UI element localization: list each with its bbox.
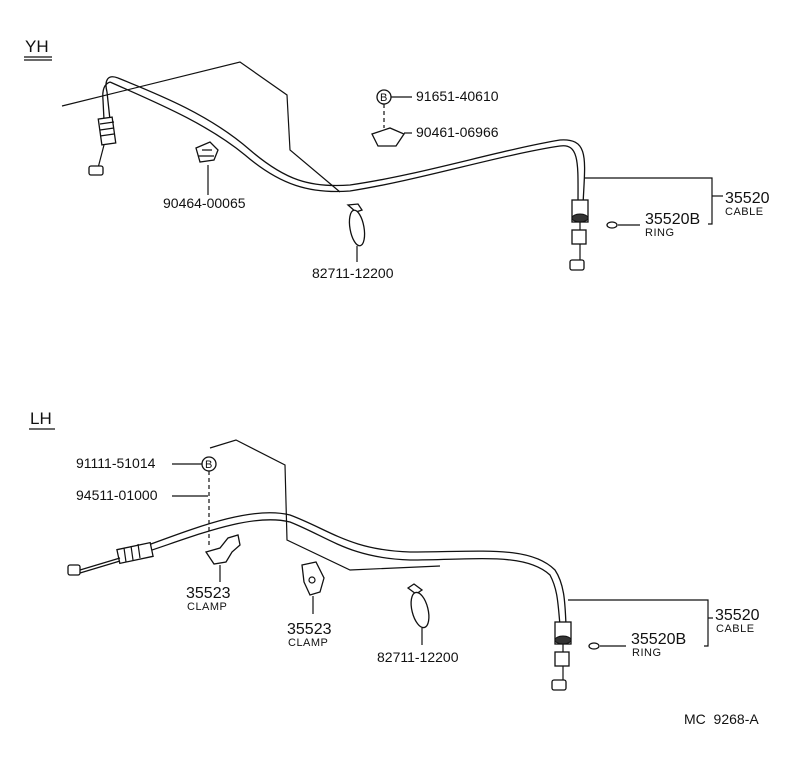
lh-band-part-number: 82711-12200 — [377, 649, 459, 665]
yh-clip-icon — [195, 141, 219, 163]
yh-cable-bracket — [585, 177, 713, 225]
lh-cable-name: CABLE — [716, 623, 755, 635]
lh-clamp2-number: 35523 — [287, 621, 332, 638]
yh-band-icon — [348, 209, 366, 247]
yh-nut-part-number: 90461-06966 — [416, 124, 499, 140]
yh-ring-icon — [606, 221, 618, 229]
yh-clip-part-number: 90464-00065 — [163, 195, 246, 211]
yh-bolt-symbol: B — [380, 92, 388, 104]
yh-cable-end-right — [569, 259, 585, 271]
yh-cable — [117, 77, 586, 206]
lh-cable-end-left — [67, 564, 81, 576]
lh-clamp2-name: CLAMP — [288, 637, 328, 649]
section-yh: YH 90464-00065 82711-12200 — [24, 37, 770, 281]
lh-cable-bracket — [568, 599, 709, 647]
lh-bolt-symbol: B — [205, 459, 213, 471]
section-label-yh: YH — [25, 37, 49, 56]
lh-clamp1-icon — [204, 534, 241, 565]
lh-clamp1-name: CLAMP — [187, 601, 227, 613]
lh-cable-number: 35520 — [715, 607, 760, 624]
yh-cable-name: CABLE — [725, 206, 764, 218]
section-lh: LH 91111-51014 B 94511-01000 35523 CLAMP — [29, 409, 760, 691]
lh-ring-icon — [588, 642, 600, 650]
lh-band-icon — [410, 591, 430, 629]
yh-nut-icon — [371, 127, 405, 147]
yh-ring-name: RING — [645, 227, 675, 239]
diagram-reference-code: MC 9268-A — [684, 711, 759, 727]
lh-band-head-icon — [406, 583, 424, 595]
lh-ring-name: RING — [632, 647, 662, 659]
yh-cable-number: 35520 — [725, 190, 770, 207]
yh-ring-number: 35520B — [645, 211, 700, 228]
lh-bolt-part-number: 91111-51014 — [76, 455, 156, 471]
yh-cable-end-left — [88, 165, 104, 176]
lh-cable — [139, 512, 567, 626]
lh-clamp1-number: 35523 — [186, 585, 231, 602]
section-label-lh: LH — [30, 409, 52, 428]
lh-ring-number: 35520B — [631, 631, 686, 648]
yh-bolt-part-number: 91651-40610 — [416, 88, 499, 104]
yh-band-head-icon — [346, 203, 364, 213]
yh-band-part-number: 82711-12200 — [312, 265, 394, 281]
lh-cable-end-right — [551, 679, 567, 691]
lh-collar-part-number: 94511-01000 — [76, 487, 158, 503]
lh-clamp2-icon — [301, 561, 325, 596]
lh-cable-adjuster-left — [116, 541, 154, 565]
yh-cable-adjuster-left — [97, 116, 117, 146]
